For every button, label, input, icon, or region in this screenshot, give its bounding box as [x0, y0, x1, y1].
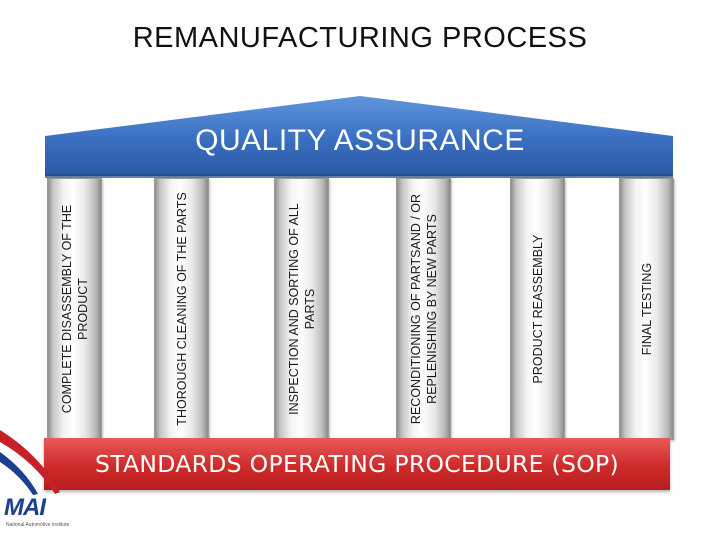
roof-shadow: [45, 174, 673, 178]
logo: MAI: [4, 494, 46, 521]
pillar-inspection: INSPECTION AND SORTING OF ALL PARTS: [274, 178, 329, 440]
roof-label: QUALITY ASSURANCE: [195, 124, 525, 157]
pillar-cleaning: THOROUGH CLEANING OF THE PARTS: [154, 178, 209, 440]
base-foundation: STANDARDS OPERATING PROCEDURE (SOP): [44, 438, 670, 490]
base-label: STANDARDS OPERATING PROCEDURE (SOP): [95, 450, 619, 478]
pillar-final-testing: FINAL TESTING: [619, 178, 674, 440]
logo-subtext: National Automotive Institute: [6, 522, 70, 528]
pillar-disassembly: COMPLETE DISASSEMBLY OF THE PRODUCT: [47, 178, 102, 440]
page-title: REMANUFACTURING PROCESS: [132, 22, 588, 54]
roof-shape: [45, 96, 673, 176]
